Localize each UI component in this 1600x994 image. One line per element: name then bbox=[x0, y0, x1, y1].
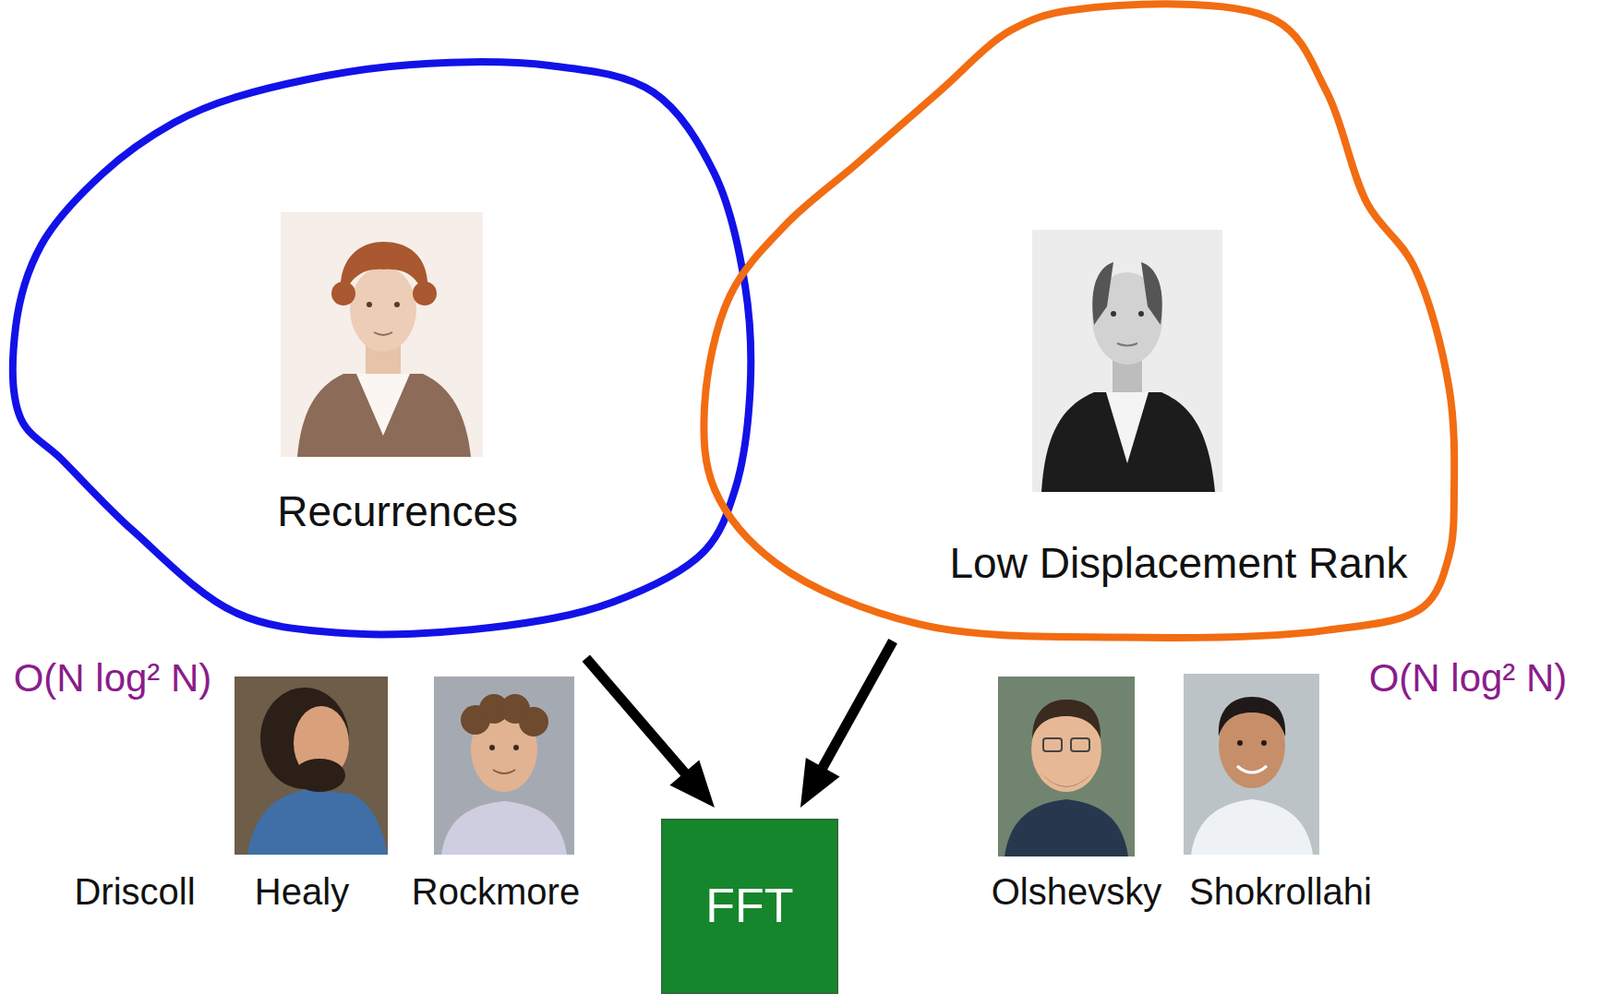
shokrollahi-photo-part bbox=[1183, 673, 1320, 855]
olshevsky-photo-part bbox=[998, 676, 1135, 857]
olshevsky-photo-part bbox=[1032, 699, 1101, 739]
label-slot: Shokrollahi bbox=[1189, 870, 1372, 914]
arrow-head bbox=[800, 757, 841, 808]
person-name: Rockmore bbox=[411, 870, 580, 914]
rockmore-photo-part bbox=[513, 745, 519, 751]
shokrollahi-photo-part bbox=[1237, 740, 1243, 746]
fourier-portrait-part bbox=[394, 301, 400, 308]
rockmore-photo-part bbox=[433, 676, 575, 855]
person-name: Olshevsky bbox=[991, 870, 1163, 914]
recurrence-region: Recurrences bbox=[15, 63, 751, 634]
region-title: Low Displacement Rank bbox=[949, 539, 1408, 589]
arrow-shaft bbox=[586, 658, 689, 778]
arrow-head bbox=[669, 759, 715, 808]
arrow-shaft bbox=[819, 641, 893, 773]
fourier-portrait-part bbox=[366, 301, 373, 308]
label-slot: O(N log² N) bbox=[1369, 656, 1568, 701]
olshevsky-photo bbox=[998, 676, 1135, 857]
flow-arrow bbox=[586, 658, 715, 808]
cauchy-portrait bbox=[1032, 229, 1223, 493]
rockmore-photo bbox=[433, 676, 575, 855]
person-name: Driscoll bbox=[73, 870, 195, 914]
olshevsky-photo-part bbox=[1004, 799, 1129, 857]
hand-drawn-outline-path bbox=[12, 61, 751, 635]
hand-drawn-outline bbox=[15, 63, 751, 634]
label-slot: O(N log² N) bbox=[13, 656, 213, 701]
cauchy-portrait-part bbox=[1110, 311, 1117, 317]
shokrollahi-photo-part bbox=[1237, 766, 1267, 773]
rockmore-photo-part bbox=[493, 769, 516, 774]
fourier-portrait-part bbox=[349, 266, 417, 352]
cauchy-portrait-part bbox=[1041, 392, 1216, 493]
box-label: FFT bbox=[705, 878, 794, 935]
label-slot: Rockmore bbox=[411, 870, 580, 914]
label-slot: Olshevsky bbox=[991, 870, 1163, 914]
shokrollahi-photo bbox=[1183, 673, 1320, 855]
person-name: Shokrollahi bbox=[1189, 870, 1372, 914]
label-slot: Driscoll bbox=[73, 870, 195, 914]
displacement-region: Low Displacement Rank bbox=[704, 10, 1455, 638]
fourier-portrait-part bbox=[356, 373, 410, 436]
fourier-portrait-part bbox=[297, 373, 471, 458]
fourier-portrait-part bbox=[331, 281, 356, 306]
fourier-portrait-part bbox=[412, 281, 437, 306]
rockmore-photo-part bbox=[489, 745, 495, 751]
rockmore-photo-part bbox=[441, 801, 567, 855]
olshevsky-photo-part bbox=[1038, 770, 1095, 788]
healy-photo-part bbox=[247, 789, 388, 855]
cauchy-portrait-part bbox=[1138, 311, 1144, 317]
fourier-portrait bbox=[280, 212, 483, 458]
cauchy-portrait-part bbox=[1141, 262, 1163, 325]
shokrollahi-photo-part bbox=[1190, 799, 1313, 855]
fft-box: FFT bbox=[661, 818, 839, 994]
cauchy-portrait-part bbox=[1106, 392, 1149, 464]
label-slot: Healy bbox=[254, 870, 349, 914]
shokrollahi-photo-part bbox=[1261, 740, 1267, 746]
fourier-portrait-part bbox=[373, 332, 393, 336]
olshevsky-photo-part bbox=[1043, 738, 1062, 752]
cauchy-portrait-part bbox=[1032, 229, 1223, 493]
text-slot: Low Displacement Rank bbox=[949, 539, 1408, 589]
hand-drawn-outline-path bbox=[703, 3, 1455, 638]
cauchy-portrait-part bbox=[1092, 262, 1114, 325]
healy-photo-part bbox=[234, 676, 388, 855]
cauchy-portrait-part bbox=[1117, 343, 1138, 347]
rockmore-photo-part bbox=[518, 707, 549, 737]
region-title: Recurrences bbox=[276, 486, 518, 536]
person-name: Healy bbox=[254, 870, 349, 914]
shokrollahi-photo-part bbox=[1218, 697, 1286, 737]
complexity-label: O(N log² N) bbox=[13, 656, 213, 701]
healy-photo bbox=[234, 676, 388, 855]
healy-photo-part bbox=[293, 758, 346, 793]
text-slot: Recurrences bbox=[276, 486, 518, 536]
flow-arrow bbox=[800, 641, 893, 808]
fourier-portrait-part bbox=[280, 212, 483, 458]
olshevsky-photo-part bbox=[1070, 738, 1090, 752]
complexity-label: O(N log² N) bbox=[1369, 656, 1568, 701]
